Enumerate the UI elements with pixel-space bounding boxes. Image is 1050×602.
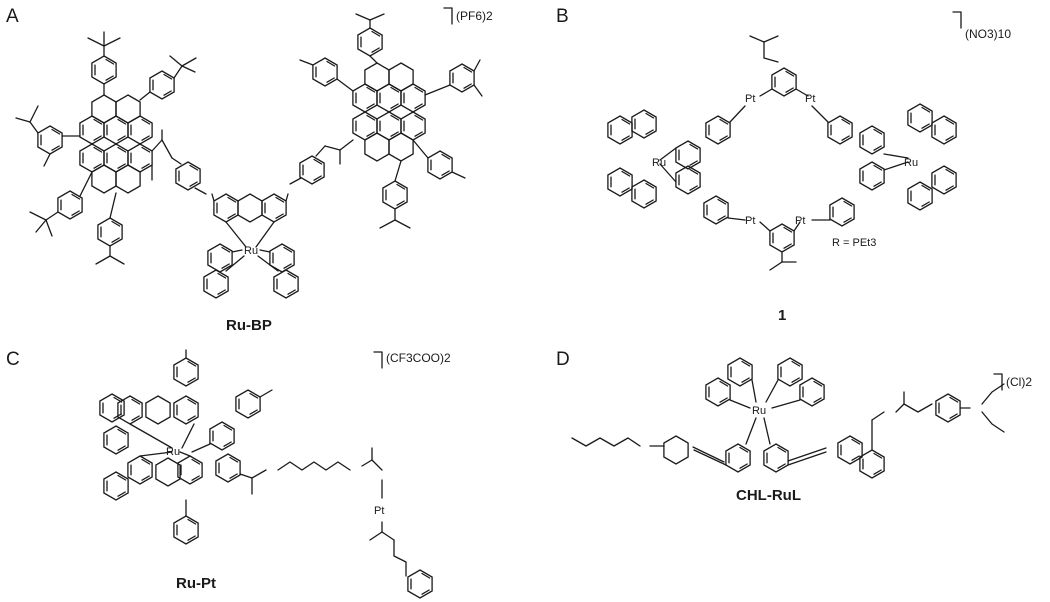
ru-label-b2: Ru [904,157,918,169]
panel-letter-a: A [6,6,19,27]
compound-label-a: Ru-BP [226,317,272,334]
pt-label-3: Pt [745,215,755,227]
bipyridine-amide [191,389,383,495]
counterion-b: (NO3)10 [965,27,1011,41]
panel-letter-b: B [556,6,569,27]
ru-label-d: Ru [752,405,766,417]
right-perylene [352,62,426,162]
panel-letter-c: C [6,349,20,370]
bracket-c [373,351,383,369]
left-substituents [15,31,197,265]
left-perylene [79,94,153,194]
panel-letter-d: D [556,349,570,370]
r-definition: R = PEt3 [832,237,876,249]
pt-label-2: Pt [805,93,815,105]
lower-phenanthroline [103,451,203,545]
panel-a: A (PF6)2 [6,6,493,334]
ru-label-b1: Ru [652,157,666,169]
compound-label-c: Ru-Pt [176,575,216,592]
left-linker [151,129,207,195]
counterion-d: (Cl)2 [1006,375,1032,389]
top-bridge [749,35,809,97]
panel-c: C (CF3COO)2 [6,349,451,599]
compound-label-d: CHL-RuL [736,487,801,504]
upper-phenanthroline [99,349,199,455]
pt-label-c: Pt [374,505,384,517]
right-ru-complex [859,103,957,211]
counterion-a: (PF6)2 [456,9,493,23]
right-linker [289,139,354,185]
panel-d: D (Cl)2 [556,349,1032,504]
bipyridine-core-d [692,417,827,473]
pt-label-4: Pt [795,215,805,227]
ru-bp-metal-center [203,193,299,299]
counterion-c: (CF3COO)2 [386,351,451,365]
cyclohexyl-chain [571,435,689,465]
bracket-a [443,7,453,25]
pt-label-1: Pt [745,93,755,105]
pt-center [369,479,433,599]
ru-bpy-d [705,357,825,409]
bracket-b [952,11,962,29]
metal-label-a: Ru [244,245,258,257]
bottom-bridge [759,221,801,271]
panel-b: B (NO3)10 Pt Pt Pt Pt [556,6,1011,324]
ru-label-c: Ru [166,446,180,458]
left-ru-complex [607,109,701,209]
compound-label-b: 1 [778,307,786,324]
right-substituents [299,13,483,229]
phenyl-arms [703,105,855,227]
coumarin-tail [837,383,1005,479]
